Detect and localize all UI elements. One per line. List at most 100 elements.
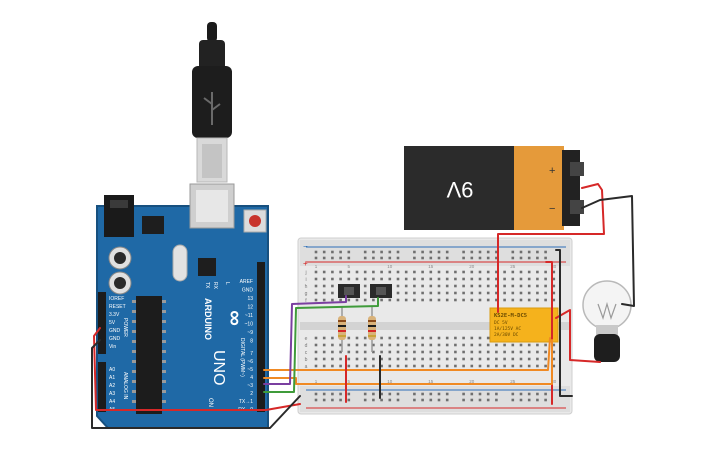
rail-hole[interactable]: [437, 392, 441, 396]
breadboard-hole[interactable]: [462, 343, 465, 347]
breadboard-hole[interactable]: [462, 277, 465, 281]
breadboard-hole[interactable]: [322, 336, 326, 340]
breadboard-hole[interactable]: [454, 291, 457, 295]
breadboard-hole[interactable]: [339, 350, 342, 354]
breadboard-hole[interactable]: [355, 277, 359, 281]
breadboard-hole[interactable]: [544, 291, 547, 295]
breadboard-hole[interactable]: [413, 277, 416, 281]
rail-hole[interactable]: [527, 398, 531, 402]
breadboard-hole[interactable]: [421, 357, 424, 361]
breadboard-hole[interactable]: [388, 270, 392, 274]
breadboard-hole[interactable]: [347, 270, 351, 274]
breadboard-hole[interactable]: [519, 284, 523, 288]
breadboard-hole[interactable]: [429, 357, 433, 361]
rail-hole[interactable]: [331, 392, 334, 396]
rail-hole[interactable]: [314, 250, 318, 254]
breadboard-hole[interactable]: [454, 270, 457, 274]
rail-hole[interactable]: [380, 392, 383, 396]
breadboard-hole[interactable]: [372, 277, 375, 281]
breadboard-hole[interactable]: [454, 277, 457, 281]
breadboard-hole[interactable]: [536, 298, 539, 302]
breadboard-hole[interactable]: [462, 291, 465, 295]
breadboard-hole[interactable]: [363, 350, 367, 354]
breadboard-hole[interactable]: [495, 350, 498, 354]
breadboard-hole[interactable]: [396, 350, 400, 354]
breadboard-hole[interactable]: [388, 336, 392, 340]
breadboard-hole[interactable]: [404, 364, 408, 368]
breadboard-hole[interactable]: [462, 336, 465, 340]
breadboard-hole[interactable]: [437, 291, 441, 295]
rail-hole[interactable]: [372, 250, 375, 254]
breadboard-hole[interactable]: [536, 277, 539, 281]
breadboard-hole[interactable]: [404, 277, 408, 281]
breadboard-hole[interactable]: [536, 357, 539, 361]
breadboard-hole[interactable]: [404, 270, 408, 274]
breadboard-hole[interactable]: [322, 298, 326, 302]
rail-hole[interactable]: [322, 398, 326, 402]
breadboard-hole[interactable]: [331, 270, 334, 274]
breadboard-hole[interactable]: [396, 343, 400, 347]
rail-hole[interactable]: [495, 392, 498, 396]
breadboard-hole[interactable]: [478, 298, 482, 302]
breadboard-hole[interactable]: [486, 277, 490, 281]
rail-hole[interactable]: [544, 392, 547, 396]
breadboard-hole[interactable]: [445, 298, 449, 302]
breadboard-hole[interactable]: [404, 357, 408, 361]
breadboard-hole[interactable]: [536, 291, 539, 295]
breadboard-hole[interactable]: [527, 284, 531, 288]
breadboard-hole[interactable]: [322, 350, 326, 354]
breadboard-hole[interactable]: [544, 357, 547, 361]
breadboard-hole[interactable]: [413, 336, 416, 340]
breadboard-hole[interactable]: [355, 298, 359, 302]
breadboard-hole[interactable]: [372, 357, 375, 361]
breadboard-hole[interactable]: [462, 284, 465, 288]
breadboard-hole[interactable]: [478, 291, 482, 295]
breadboard-hole[interactable]: [347, 350, 351, 354]
breadboard-hole[interactable]: [478, 336, 482, 340]
rail-hole[interactable]: [322, 392, 326, 396]
breadboard-hole[interactable]: [331, 343, 334, 347]
breadboard-hole[interactable]: [454, 357, 457, 361]
rail-hole[interactable]: [314, 256, 318, 260]
rail-hole[interactable]: [462, 398, 465, 402]
breadboard-hole[interactable]: [478, 350, 482, 354]
rail-hole[interactable]: [347, 392, 351, 396]
breadboard-hole[interactable]: [380, 357, 383, 361]
breadboard-hole[interactable]: [536, 350, 539, 354]
breadboard-hole[interactable]: [437, 284, 441, 288]
light-bulb[interactable]: [582, 280, 632, 362]
breadboard-hole[interactable]: [519, 270, 523, 274]
breadboard-hole[interactable]: [322, 364, 326, 368]
breadboard-hole[interactable]: [527, 277, 531, 281]
breadboard-hole[interactable]: [552, 343, 556, 347]
breadboard-hole[interactable]: [511, 357, 515, 361]
rail-hole[interactable]: [536, 398, 539, 402]
breadboard-hole[interactable]: [519, 357, 523, 361]
breadboard-hole[interactable]: [495, 270, 498, 274]
breadboard-hole[interactable]: [314, 298, 318, 302]
rail-hole[interactable]: [470, 398, 474, 402]
breadboard-hole[interactable]: [552, 277, 556, 281]
breadboard-hole[interactable]: [331, 357, 334, 361]
breadboard-hole[interactable]: [536, 343, 539, 347]
rail-hole[interactable]: [445, 256, 449, 260]
breadboard-hole[interactable]: [388, 350, 392, 354]
rail-hole[interactable]: [478, 398, 482, 402]
breadboard-hole[interactable]: [421, 350, 424, 354]
breadboard-hole[interactable]: [503, 357, 506, 361]
breadboard-hole[interactable]: [396, 284, 400, 288]
breadboard-hole[interactable]: [495, 343, 498, 347]
breadboard-hole[interactable]: [380, 298, 383, 302]
breadboard-hole[interactable]: [388, 357, 392, 361]
rail-hole[interactable]: [347, 398, 351, 402]
breadboard-hole[interactable]: [495, 277, 498, 281]
breadboard-hole[interactable]: [404, 284, 408, 288]
breadboard-hole[interactable]: [503, 291, 506, 295]
rail-hole[interactable]: [429, 256, 433, 260]
breadboard-hole[interactable]: [511, 298, 515, 302]
rail-hole[interactable]: [339, 256, 342, 260]
breadboard-hole[interactable]: [380, 277, 383, 281]
breadboard-hole[interactable]: [363, 291, 367, 295]
breadboard-hole[interactable]: [445, 336, 449, 340]
breadboard-hole[interactable]: [536, 364, 539, 368]
